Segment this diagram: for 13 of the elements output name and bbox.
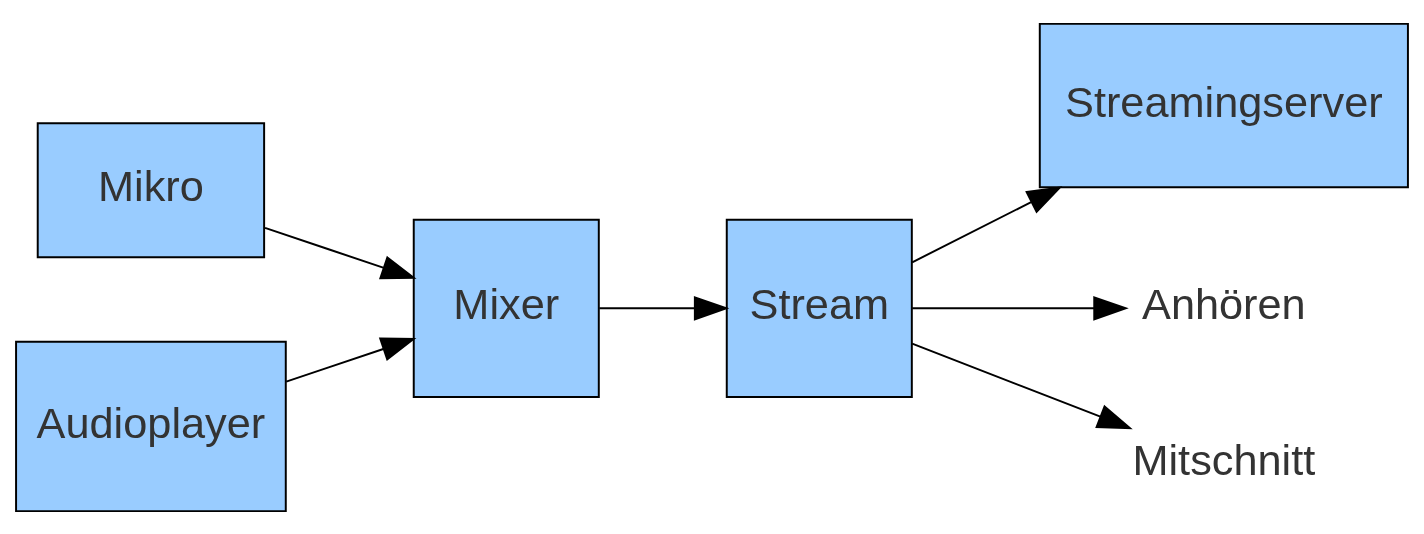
arrow: [911, 185, 1063, 263]
node-box: Audioplayer: [15, 340, 287, 512]
arrow: [911, 295, 1129, 321]
arrow: [264, 226, 417, 279]
arrow: [285, 336, 417, 383]
arrow: [911, 342, 1133, 429]
node-box: Mixer: [412, 218, 600, 398]
node-box: Streamingserver: [1038, 22, 1409, 188]
node-box: Stream: [725, 218, 913, 398]
node-box: Mikro: [36, 121, 266, 258]
arrow: [598, 295, 730, 321]
node-text: Mitschnitt: [1132, 435, 1316, 484]
node-text: Anhören: [1142, 279, 1306, 328]
